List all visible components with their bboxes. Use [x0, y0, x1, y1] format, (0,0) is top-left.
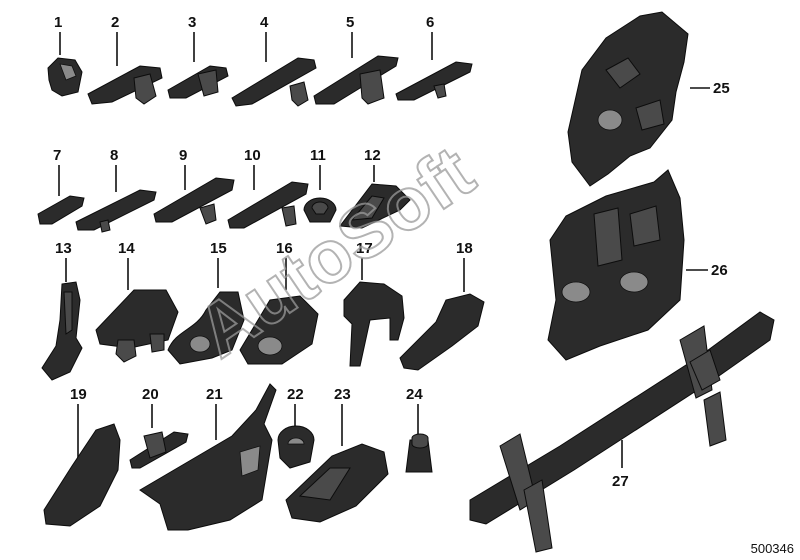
- callout-8: 8: [110, 147, 118, 164]
- part-27: 27: [469, 311, 775, 553]
- callout-26: 26: [711, 262, 728, 279]
- diagram-reference-number: 500346: [750, 541, 794, 556]
- part-25: 25: [567, 11, 730, 187]
- callout-5: 5: [346, 14, 354, 31]
- callout-20: 20: [142, 386, 159, 403]
- part-2: 2: [87, 14, 163, 105]
- part-14: 14: [95, 240, 179, 363]
- callout-15: 15: [210, 240, 227, 257]
- part-19: 19: [43, 386, 121, 527]
- callout-23: 23: [334, 386, 351, 403]
- part-1: 1: [47, 14, 83, 97]
- part-15: 15: [167, 240, 245, 365]
- callout-24: 24: [406, 386, 423, 403]
- callout-17: 17: [356, 240, 373, 257]
- part-6: 6: [395, 14, 473, 101]
- part-22: 22: [277, 386, 315, 469]
- part-13: 13: [41, 240, 83, 381]
- part-11: 11: [303, 147, 337, 223]
- callout-9: 9: [179, 147, 187, 164]
- callout-7: 7: [53, 147, 61, 164]
- part-8: 8: [75, 147, 157, 233]
- part-26: 26: [547, 169, 728, 361]
- callout-22: 22: [287, 386, 304, 403]
- callout-10: 10: [244, 147, 261, 164]
- callout-19: 19: [70, 386, 87, 403]
- callout-6: 6: [426, 14, 434, 31]
- callout-3: 3: [188, 14, 196, 31]
- callout-2: 2: [111, 14, 119, 31]
- callout-4: 4: [260, 14, 269, 31]
- part-12: 12: [339, 147, 411, 229]
- callout-25: 25: [713, 80, 730, 97]
- part-17: 17: [343, 240, 405, 367]
- callout-11: 11: [310, 147, 326, 164]
- callout-13: 13: [55, 240, 72, 257]
- callout-16: 16: [276, 240, 293, 257]
- part-4: 4: [231, 14, 317, 107]
- part-18: 18: [399, 240, 485, 371]
- callout-18: 18: [456, 240, 473, 257]
- part-20: 20: [129, 386, 189, 469]
- part-23: 23: [285, 386, 389, 523]
- part-9: 9: [153, 147, 235, 225]
- part-3: 3: [167, 14, 229, 99]
- part-10: 10: [227, 147, 309, 229]
- part-7: 7: [37, 147, 85, 225]
- part-24: 24: [405, 386, 433, 473]
- callout-12: 12: [364, 147, 381, 164]
- part-5: 5: [313, 14, 399, 105]
- part-16: 16: [239, 240, 319, 365]
- callout-21: 21: [206, 386, 223, 403]
- callout-27: 27: [612, 473, 629, 490]
- callout-14: 14: [118, 240, 135, 257]
- part-21: 21: [139, 383, 277, 531]
- callout-1: 1: [54, 14, 62, 31]
